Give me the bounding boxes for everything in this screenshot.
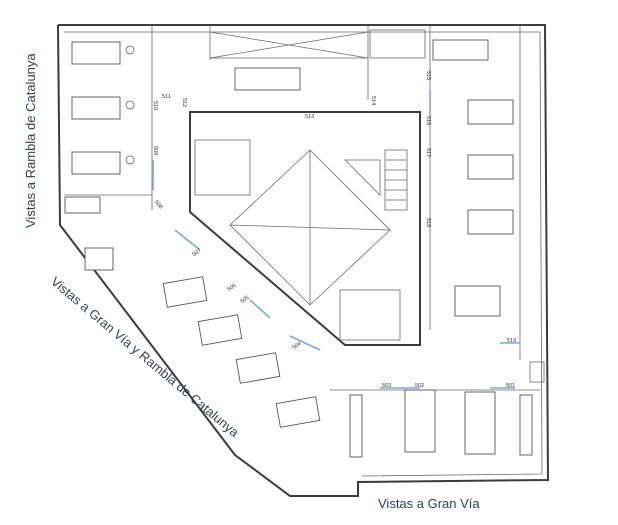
room-label-502: 502 [415,383,424,389]
room-label-509: 509 [152,146,158,155]
room-label-507: 507 [191,248,202,258]
desk-cluster-left [64,41,135,214]
view-label-rambla: Vistas a Rambla de Catalunya [23,53,38,228]
desk-cluster-right [454,99,514,317]
room-label-514: 514 [370,96,376,105]
room-label-511: 511 [162,94,171,100]
desk-cluster-bottom [349,389,533,458]
room-label-517: 517 [425,148,431,157]
room-label-510: 510 [152,101,158,110]
room-label-515: 515 [425,71,431,80]
room-label-516: 516 [425,116,431,125]
room-label-513: 513 [305,114,314,120]
room-label-518: 518 [425,218,431,227]
glass-partitions [152,90,520,389]
view-label-gran-via-rambla: Vistas a Gran Vía y Rambla de Catalunya [48,274,242,441]
central-core [189,29,545,383]
room-label-506: 506 [226,283,237,293]
desk-cluster-diagonal [84,247,321,428]
view-label-gran-via: Vistas a Gran Vía [378,496,480,511]
room-label-501: 501 [506,383,515,389]
exterior-walls [57,24,550,497]
workstations [64,39,533,458]
room-numbers: 501 502 503 504 505 506 507 508 509 510 … [152,71,516,389]
room-label-504: 504 [291,341,302,351]
room-label-505: 505 [239,295,250,305]
room-label-519: 519 [507,338,516,344]
room-label-512: 512 [181,98,187,107]
room-label-503: 503 [382,383,391,389]
room-label-508: 508 [153,199,164,210]
desk-cluster-top [234,39,489,91]
